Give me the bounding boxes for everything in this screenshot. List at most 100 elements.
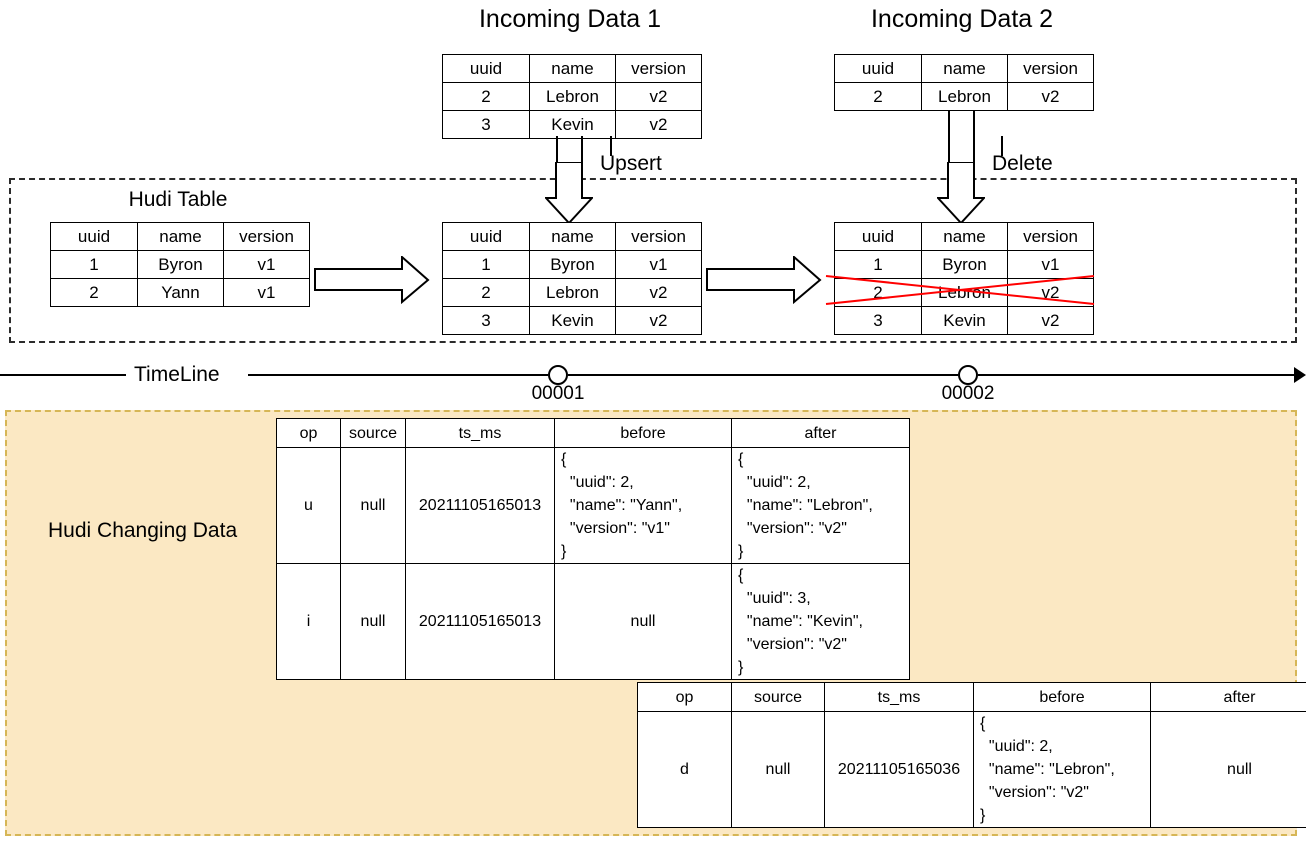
flow-right-arrow-icon-1: [314, 256, 430, 304]
cell-name: Kevin: [529, 306, 616, 335]
col-name: name: [137, 222, 224, 251]
cell-op: i: [276, 563, 341, 680]
timeline-tick-00002: 00002: [941, 383, 995, 404]
col-uuid: uuid: [50, 222, 138, 251]
cell-after: { "uuid": 2, "name": "Lebron", "version"…: [731, 447, 910, 564]
col-version: version: [615, 222, 702, 251]
col-ts-ms: ts_ms: [824, 682, 974, 712]
cell-uuid: 2: [442, 278, 530, 307]
timeline-label: TimeLine: [134, 363, 220, 386]
connector-line-delete-left: [948, 110, 950, 162]
col-name: name: [921, 54, 1008, 83]
cell-source: null: [731, 711, 825, 828]
table-row: d null 20211105165036 { "uuid": 2, "name…: [637, 711, 1306, 828]
cell-name: Lebron: [921, 82, 1008, 111]
col-op: op: [276, 418, 341, 448]
col-source: source: [340, 418, 406, 448]
table-header-row: uuid name version: [50, 222, 310, 251]
col-name: name: [529, 54, 616, 83]
cell-uuid: 1: [834, 250, 922, 279]
cell-uuid: 1: [442, 250, 530, 279]
connector-line-delete-tick: [1001, 136, 1003, 156]
incoming-data-2-title: Incoming Data 2: [870, 5, 1054, 33]
col-version: version: [223, 222, 310, 251]
cell-after: { "uuid": 3, "name": "Kevin", "version":…: [731, 563, 910, 680]
table-header-row: uuid name version: [834, 54, 1094, 83]
table-row: 3 Kevin v2: [834, 306, 1094, 335]
col-before: before: [554, 418, 732, 448]
cell-after: null: [1150, 711, 1306, 828]
cell-name: Lebron: [529, 278, 616, 307]
col-ts-ms: ts_ms: [405, 418, 555, 448]
incoming-data-1-table: uuid name version 2 Lebron v2 3 Kevin v2: [442, 54, 702, 139]
cdc-table-upper: op source ts_ms before after u null 2021…: [276, 418, 910, 680]
cell-uuid: 2: [50, 278, 138, 307]
col-after: after: [1150, 682, 1306, 712]
cell-uuid: 3: [442, 110, 530, 139]
col-version: version: [1007, 222, 1094, 251]
hudi-table-region: [9, 178, 1297, 343]
connector-line-delete-right: [973, 110, 975, 162]
cell-version: v2: [615, 82, 702, 111]
col-uuid: uuid: [442, 222, 530, 251]
cell-version: v1: [1007, 250, 1094, 279]
connector-line-upsert-left: [556, 136, 558, 162]
cell-uuid: 3: [834, 306, 922, 335]
table-row: i null 20211105165013 null { "uuid": 3, …: [276, 563, 910, 680]
cell-ts-ms: 20211105165013: [405, 447, 555, 564]
cell-version: v1: [223, 278, 310, 307]
table-header-row: uuid name version: [442, 54, 702, 83]
cell-version: v2: [615, 278, 702, 307]
table-row: 1 Byron v1: [834, 250, 1094, 279]
cell-uuid: 1: [50, 250, 138, 279]
col-version: version: [615, 54, 702, 83]
cell-before: { "uuid": 2, "name": "Lebron", "version"…: [973, 711, 1151, 828]
col-uuid: uuid: [834, 222, 922, 251]
table-row: u null 20211105165013 { "uuid": 2, "name…: [276, 447, 910, 564]
cell-name: Yann: [137, 278, 224, 307]
cdc-table-lower: op source ts_ms before after d null 2021…: [637, 682, 1306, 828]
connector-line-upsert-right: [581, 136, 583, 162]
hudi-table-before: uuid name version 1 Byron v1 2 Yann v1: [50, 222, 310, 307]
timeline-axis: [0, 365, 1306, 385]
table-row: 2 Lebron v2: [834, 82, 1094, 111]
cell-version: v2: [1007, 306, 1094, 335]
cell-version: v2: [615, 306, 702, 335]
cell-name: Byron: [529, 250, 616, 279]
table-row: 2 Yann v1: [50, 278, 310, 307]
hudi-table-title: Hudi Table: [128, 188, 228, 211]
col-op: op: [637, 682, 732, 712]
cell-before: null: [554, 563, 732, 680]
col-before: before: [973, 682, 1151, 712]
deleted-row-strike-icon: [825, 275, 1095, 305]
cell-uuid: 2: [442, 82, 530, 111]
table-row: 2 Lebron v2: [442, 82, 702, 111]
cell-name: Lebron: [529, 82, 616, 111]
cell-op: u: [276, 447, 341, 564]
table-row: 3 Kevin v2: [442, 110, 702, 139]
table-row: 1 Byron v1: [50, 250, 310, 279]
connector-line-upsert-tick: [610, 136, 612, 156]
table-header-row: uuid name version: [442, 222, 702, 251]
upsert-down-arrow-icon: [545, 162, 593, 224]
col-version: version: [1007, 54, 1094, 83]
incoming-data-1-title: Incoming Data 1: [478, 5, 662, 33]
table-header-row: op source ts_ms before after: [637, 682, 1306, 712]
table-row-inserted: 3 Kevin v2: [442, 306, 702, 335]
cell-version: v1: [223, 250, 310, 279]
cell-before: { "uuid": 2, "name": "Yann", "version": …: [554, 447, 732, 564]
cell-uuid: 2: [834, 278, 922, 307]
cell-name: Byron: [137, 250, 224, 279]
delete-down-arrow-icon: [937, 162, 985, 224]
col-source: source: [731, 682, 825, 712]
cell-name: Kevin: [921, 306, 1008, 335]
col-uuid: uuid: [442, 54, 530, 83]
delete-label: Delete: [992, 152, 1053, 175]
col-uuid: uuid: [834, 54, 922, 83]
cell-version: v2: [1007, 82, 1094, 111]
incoming-data-2-table: uuid name version 2 Lebron v2: [834, 54, 1094, 111]
table-row-updated: 2 Lebron v2: [442, 278, 702, 307]
cell-name: Byron: [921, 250, 1008, 279]
cell-source: null: [340, 563, 406, 680]
table-row: 1 Byron v1: [442, 250, 702, 279]
